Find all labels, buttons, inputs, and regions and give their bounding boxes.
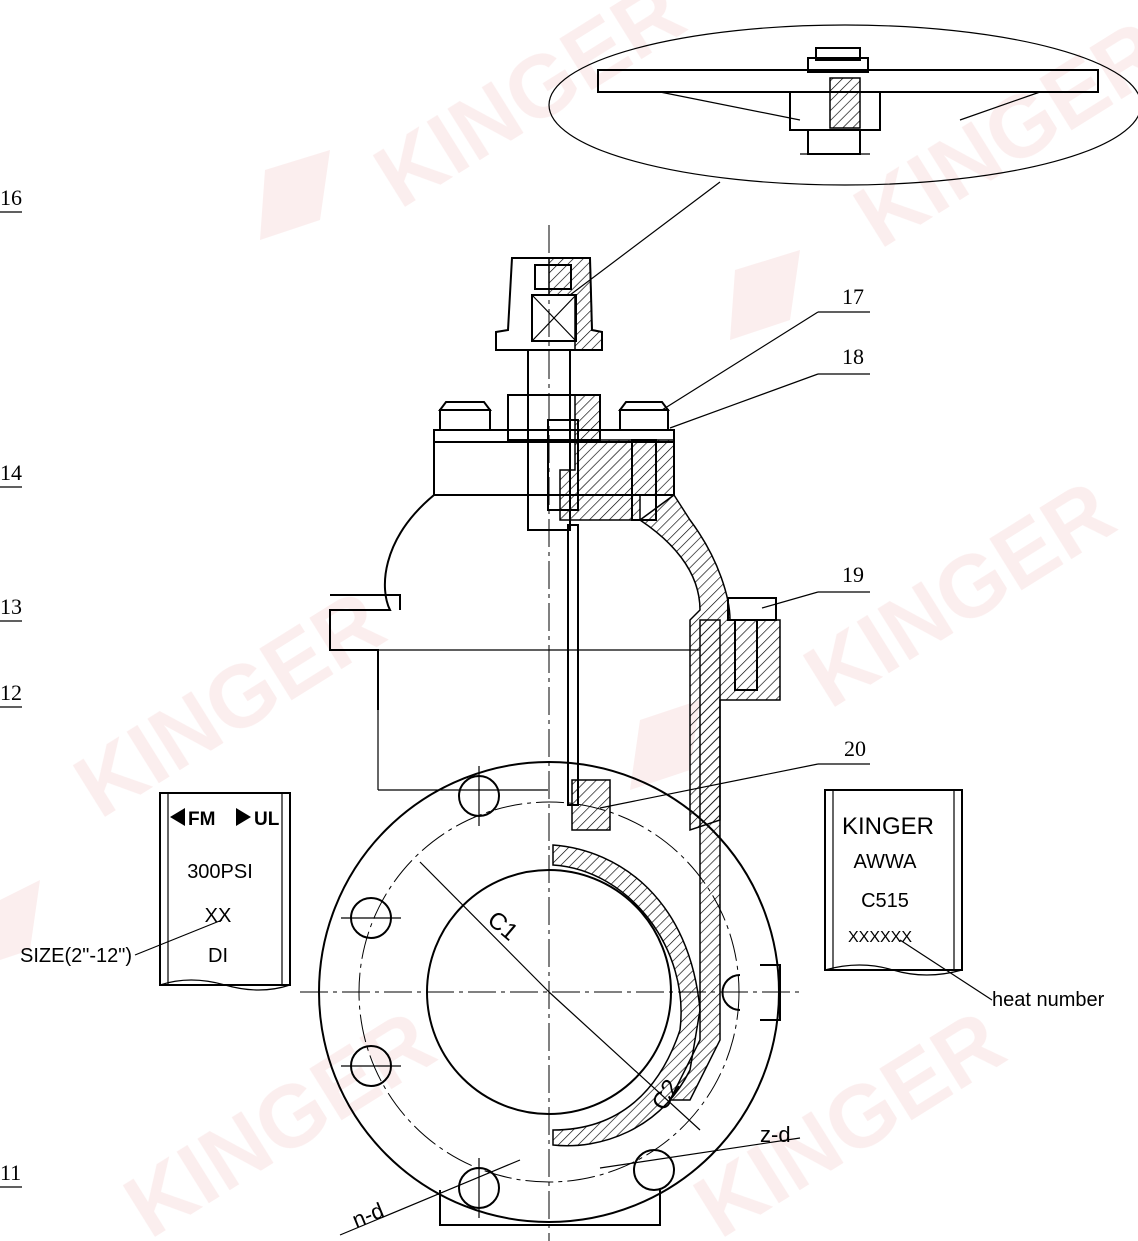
tag-material: DI — [208, 945, 228, 967]
gate-wedge — [552, 524, 721, 1147]
callout-11: 11 — [0, 1160, 21, 1185]
cert-ul: UL — [254, 809, 280, 830]
stem-and-bonnet — [433, 349, 675, 531]
tag-pressure: 300PSI — [187, 861, 253, 883]
flange-bolt-holes — [341, 766, 675, 1218]
callout-19: 19 — [842, 562, 864, 587]
operating-nut — [495, 257, 603, 351]
handwheel-detail — [548, 24, 1138, 186]
right-nameplate-tag: KINGER AWWA C515 XXXXXX heat number — [824, 789, 1105, 1011]
watermark-texts: KINGER KINGER KINGER KINGER KINGER KINGE… — [58, 0, 1138, 1241]
callout-20: 20 — [844, 736, 866, 761]
watermark-text-1: KINGER — [358, 0, 701, 226]
watermark-text-5: KINGER — [108, 991, 451, 1241]
right-callouts: 17 18 19 20 — [599, 284, 870, 809]
callout-16: 16 — [0, 185, 22, 210]
detail-leader — [569, 181, 721, 296]
callout-17: 17 — [842, 284, 864, 309]
heat-note: heat number — [992, 989, 1105, 1011]
tag-heat-code: XXXXXX — [848, 929, 912, 946]
callout-13: 13 — [0, 594, 22, 619]
left-nameplate-tag: FM UL 300PSI XX DI SIZE(2"-12") — [20, 792, 291, 991]
watermark-text-2: KINGER — [838, 1, 1138, 266]
left-callouts: 16 14 13 12 11 — [0, 185, 22, 1188]
callout-18: 18 — [842, 344, 864, 369]
cert-fm: FM — [188, 809, 215, 830]
tag-spec: C515 — [861, 890, 909, 912]
dim-n-d: n-d — [349, 1198, 388, 1233]
tag-brand: KINGER — [842, 813, 934, 840]
dim-c1: C1 — [482, 906, 523, 946]
callout-12: 12 — [0, 680, 22, 705]
end-flange — [318, 761, 781, 1226]
tag-standard: AWWA — [854, 851, 918, 873]
dim-z-d: z-d — [760, 1122, 791, 1147]
bonnet-bolts — [438, 401, 670, 431]
tag-size-code: XX — [205, 905, 232, 927]
watermark-text-3: KINGER — [788, 461, 1131, 726]
callout-14: 14 — [0, 460, 22, 485]
arrow-left-icon — [170, 808, 185, 826]
size-note: SIZE(2"-12") — [20, 945, 132, 967]
watermark-text-6: KINGER — [678, 991, 1021, 1241]
arrow-right-icon — [236, 808, 251, 826]
watermark-logos — [0, 150, 800, 960]
